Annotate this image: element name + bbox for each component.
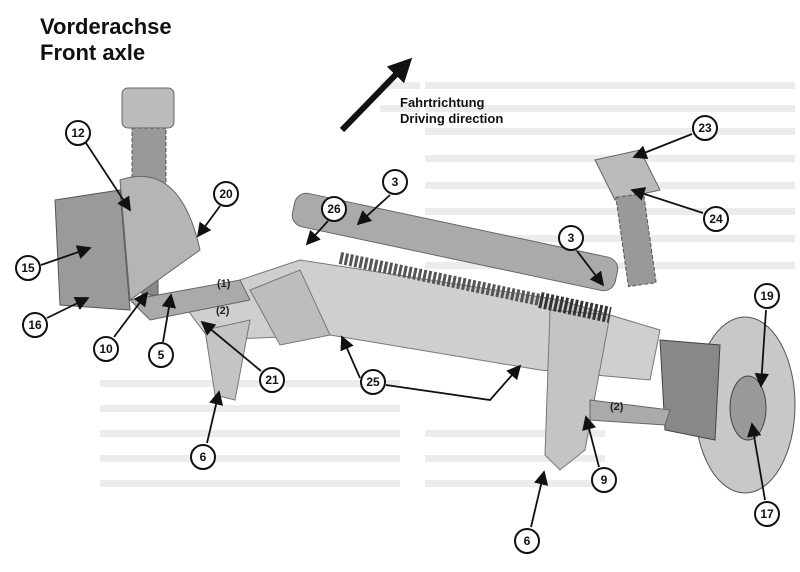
svg-text:5: 5 xyxy=(158,348,165,362)
svg-text:3: 3 xyxy=(392,175,399,189)
svg-text:26: 26 xyxy=(327,202,341,216)
callout-20: 20 xyxy=(213,181,239,207)
callout-10: 10 xyxy=(93,336,119,362)
position-label-1: (1) xyxy=(217,278,231,290)
svg-text:10: 10 xyxy=(99,342,113,356)
callout-16: 16 xyxy=(22,312,48,338)
callout-9: 9 xyxy=(591,467,617,493)
callout-12: 12 xyxy=(65,120,91,146)
svg-text:20: 20 xyxy=(219,187,233,201)
callout-19: 19 xyxy=(754,283,780,309)
driving-direction-german: Fahrtrichtung xyxy=(400,95,485,110)
svg-text:19: 19 xyxy=(760,289,774,303)
callout-25: 25 xyxy=(360,369,386,395)
callout-24: 24 xyxy=(703,206,729,232)
callout-21: 21 xyxy=(259,367,285,393)
svg-text:16: 16 xyxy=(28,318,42,332)
position-label-2-right: (2) xyxy=(610,401,624,413)
callout-23: 23 xyxy=(692,115,718,141)
callout-6-left: 6 xyxy=(190,444,216,470)
svg-text:9: 9 xyxy=(601,473,608,487)
callout-6-right: 6 xyxy=(514,528,540,554)
svg-text:3: 3 xyxy=(568,231,575,245)
svg-text:12: 12 xyxy=(71,126,85,140)
svg-text:21: 21 xyxy=(265,373,279,387)
driving-direction-english: Driving direction xyxy=(400,111,504,126)
axle-illustration xyxy=(54,87,796,494)
svg-text:17: 17 xyxy=(760,507,774,521)
callout-26: 26 xyxy=(321,196,347,222)
svg-text:15: 15 xyxy=(21,261,35,275)
callout-3-right: 3 xyxy=(558,225,584,251)
svg-text:24: 24 xyxy=(709,212,723,226)
leader-lines xyxy=(40,133,770,528)
title-german: Vorderachse xyxy=(40,14,172,39)
svg-text:25: 25 xyxy=(366,375,380,389)
svg-text:6: 6 xyxy=(200,450,207,464)
callout-17: 17 xyxy=(754,501,780,527)
driving-direction-label: Fahrtrichtung Driving direction xyxy=(400,95,503,127)
callout-5: 5 xyxy=(148,342,174,368)
driving-direction-arrow xyxy=(339,57,413,133)
title-english: Front axle xyxy=(40,40,146,65)
callout-3-left: 3 xyxy=(382,169,408,195)
callout-15: 15 xyxy=(15,255,41,281)
svg-text:6: 6 xyxy=(524,534,531,548)
position-label-2-left: (2) xyxy=(216,305,230,317)
svg-text:23: 23 xyxy=(698,121,712,135)
